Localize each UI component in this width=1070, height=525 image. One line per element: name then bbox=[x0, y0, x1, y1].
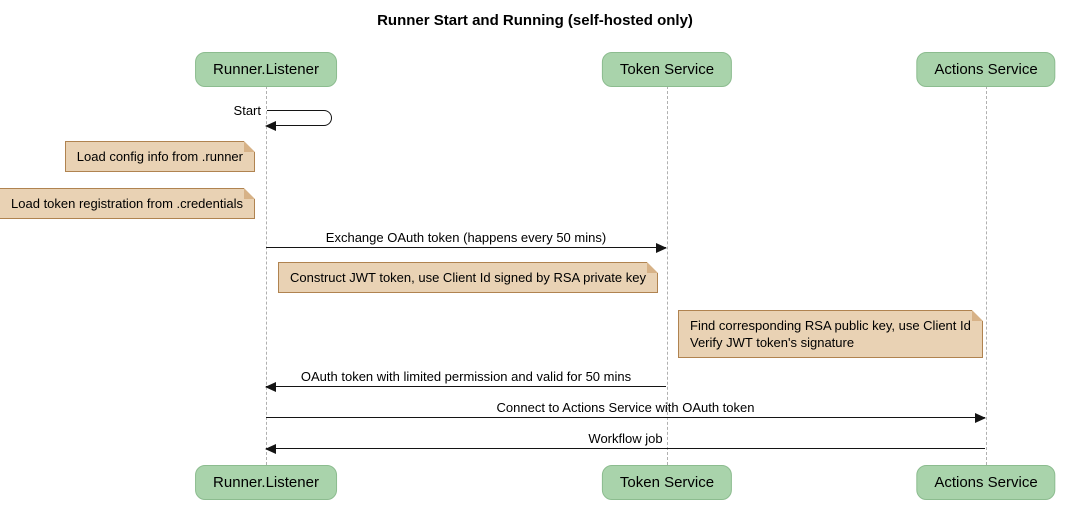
message-line bbox=[266, 386, 666, 387]
message-connect-actions-service: Connect to Actions Service with OAuth to… bbox=[266, 400, 986, 423]
message-start-self-arrow bbox=[265, 110, 332, 131]
participant-top-runner-listener: Runner.Listener bbox=[195, 52, 337, 87]
diagram-title: Runner Start and Running (self-hosted on… bbox=[377, 12, 693, 29]
participant-top-actions-service: Actions Service bbox=[916, 52, 1056, 87]
participant-bottom-token-service: Token Service bbox=[601, 465, 733, 500]
lifeline-actions-service bbox=[986, 86, 987, 465]
message-oauth-token-return: OAuth token with limited permission and … bbox=[265, 369, 666, 392]
note-verify-jwt: Find corresponding RSA public key, use C… bbox=[678, 310, 983, 358]
message-exchange-oauth-token: Exchange OAuth token (happens every 50 m… bbox=[266, 230, 667, 253]
lifeline-runner-listener bbox=[266, 86, 267, 465]
message-label: Exchange OAuth token (happens every 50 m… bbox=[325, 230, 607, 245]
arrowhead-icon bbox=[265, 443, 276, 454]
message-line bbox=[266, 448, 985, 449]
lifeline-token-service bbox=[667, 86, 668, 465]
note-construct-jwt: Construct JWT token, use Client Id signe… bbox=[278, 262, 658, 293]
arrowhead-icon bbox=[265, 121, 276, 131]
arrowhead-icon bbox=[656, 242, 667, 253]
message-workflow-job: Workflow job bbox=[265, 431, 985, 454]
note-load-token-registration: Load token registration from .credential… bbox=[0, 188, 255, 219]
message-line bbox=[266, 247, 666, 248]
note-line: Load token registration from .credential… bbox=[11, 196, 243, 211]
participant-bottom-runner-listener: Runner.Listener bbox=[195, 465, 337, 500]
participant-bottom-actions-service: Actions Service bbox=[916, 465, 1056, 500]
note-line: Load config info from .runner bbox=[76, 149, 243, 164]
arrowhead-icon bbox=[975, 412, 986, 423]
message-line bbox=[266, 417, 985, 418]
note-line: Construct JWT token, use Client Id signe… bbox=[290, 270, 646, 285]
message-label: OAuth token with limited permission and … bbox=[300, 369, 632, 384]
participant-top-token-service: Token Service bbox=[601, 52, 733, 87]
note-load-config: Load config info from .runner bbox=[64, 141, 256, 172]
message-label: Connect to Actions Service with OAuth to… bbox=[496, 400, 755, 415]
message-label: Workflow job bbox=[588, 431, 663, 446]
message-start-label: Start bbox=[233, 103, 261, 118]
note-line: Verify JWT token's signature bbox=[690, 335, 855, 350]
note-line: Find corresponding RSA public key, use C… bbox=[690, 318, 971, 333]
arrowhead-icon bbox=[265, 381, 276, 392]
